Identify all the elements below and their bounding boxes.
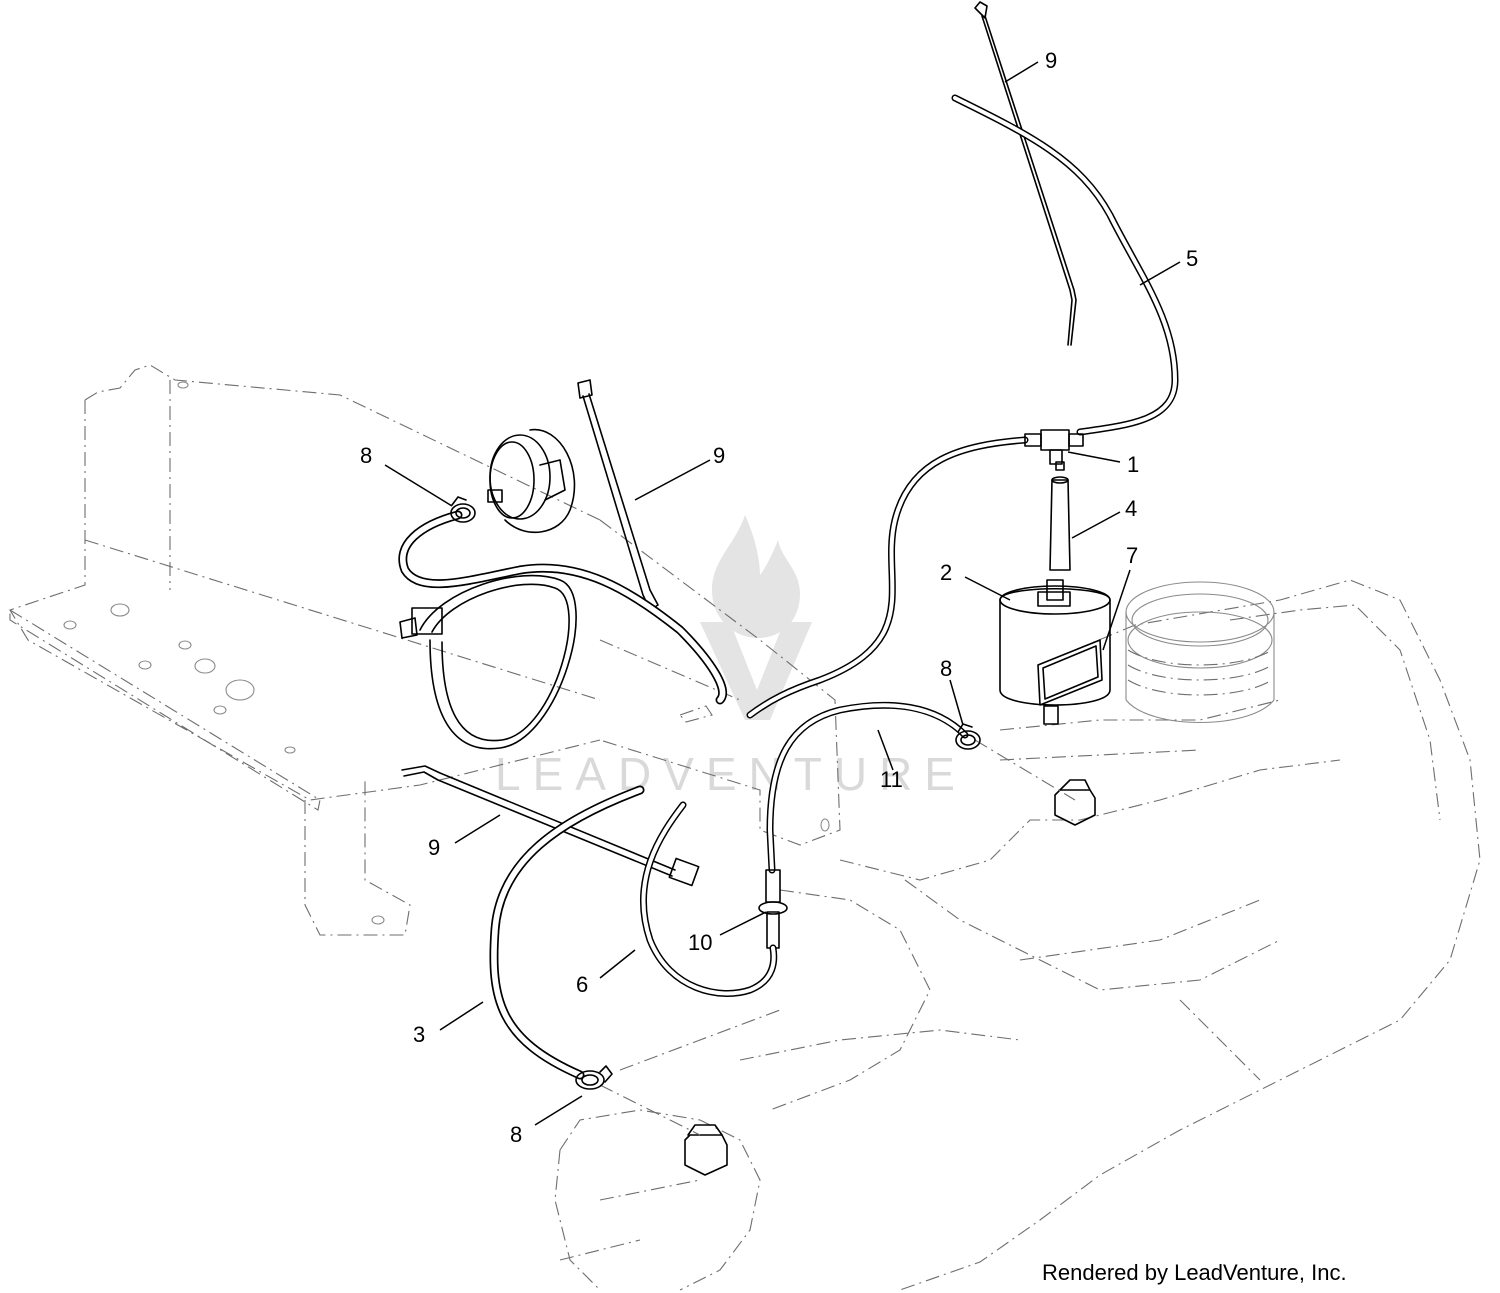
part-2-fuel-filter bbox=[999, 579, 1111, 725]
part-3-fuel-hose bbox=[489, 785, 645, 1080]
left-hose-loop bbox=[398, 510, 728, 705]
callout-9-middle: 9 bbox=[713, 443, 725, 468]
tank-fitting-upper bbox=[1054, 779, 1096, 826]
callout-4: 4 bbox=[1125, 496, 1137, 521]
tank-fitting-lower bbox=[684, 1124, 728, 1176]
left-fuel-filter bbox=[487, 428, 576, 534]
part-8-hose-clamp-upper bbox=[450, 496, 476, 523]
render-credit: Rendered by LeadVenture, Inc. bbox=[1042, 1260, 1347, 1285]
part-8-hose-clamp-middle bbox=[955, 723, 981, 750]
callout-9-upper: 9 bbox=[1045, 48, 1057, 73]
part-7-decal bbox=[1037, 639, 1103, 706]
callout-1: 1 bbox=[1127, 452, 1139, 477]
callout-6: 6 bbox=[576, 972, 588, 997]
callout-3: 3 bbox=[413, 1022, 425, 1047]
flame-logo-icon bbox=[700, 515, 812, 720]
filler-neck-phantom bbox=[1125, 581, 1275, 724]
part-11-fuel-hose bbox=[766, 701, 969, 874]
watermark-text: LEADVENTURE bbox=[495, 748, 967, 800]
tee-to-frame-hose bbox=[746, 436, 1029, 719]
callout-7: 7 bbox=[1126, 543, 1138, 568]
callout-8-middle: 8 bbox=[940, 656, 952, 681]
callout-2: 2 bbox=[940, 560, 952, 585]
callout-8-upper: 8 bbox=[360, 443, 372, 468]
fuel-tank-phantom bbox=[554, 579, 1481, 1291]
part-6-fuel-hose bbox=[639, 801, 778, 997]
part-9-cable-tie-upper bbox=[974, 1, 1077, 346]
part-1-tee-fitting bbox=[1024, 429, 1084, 471]
callout-labels: 9 5 1 4 7 2 8 9 8 11 9 10 6 3 8 bbox=[360, 48, 1198, 1147]
watermark: LEADVENTURE bbox=[495, 515, 967, 800]
part-8-hose-clamp-lower bbox=[575, 1065, 613, 1090]
part-4-short-hose bbox=[1049, 476, 1071, 571]
frame-cable-tie-loop bbox=[399, 574, 577, 750]
frame-phantom bbox=[9, 364, 841, 936]
callout-11: 11 bbox=[880, 767, 903, 792]
callout-10: 10 bbox=[688, 930, 712, 955]
callout-5: 5 bbox=[1186, 246, 1198, 271]
callout-leaders bbox=[384, 61, 1181, 1126]
part-5-fuel-hose bbox=[951, 94, 1179, 436]
callout-9-lower: 9 bbox=[428, 835, 440, 860]
part-10-fitting bbox=[758, 869, 788, 949]
callout-8-lower: 8 bbox=[510, 1122, 522, 1147]
